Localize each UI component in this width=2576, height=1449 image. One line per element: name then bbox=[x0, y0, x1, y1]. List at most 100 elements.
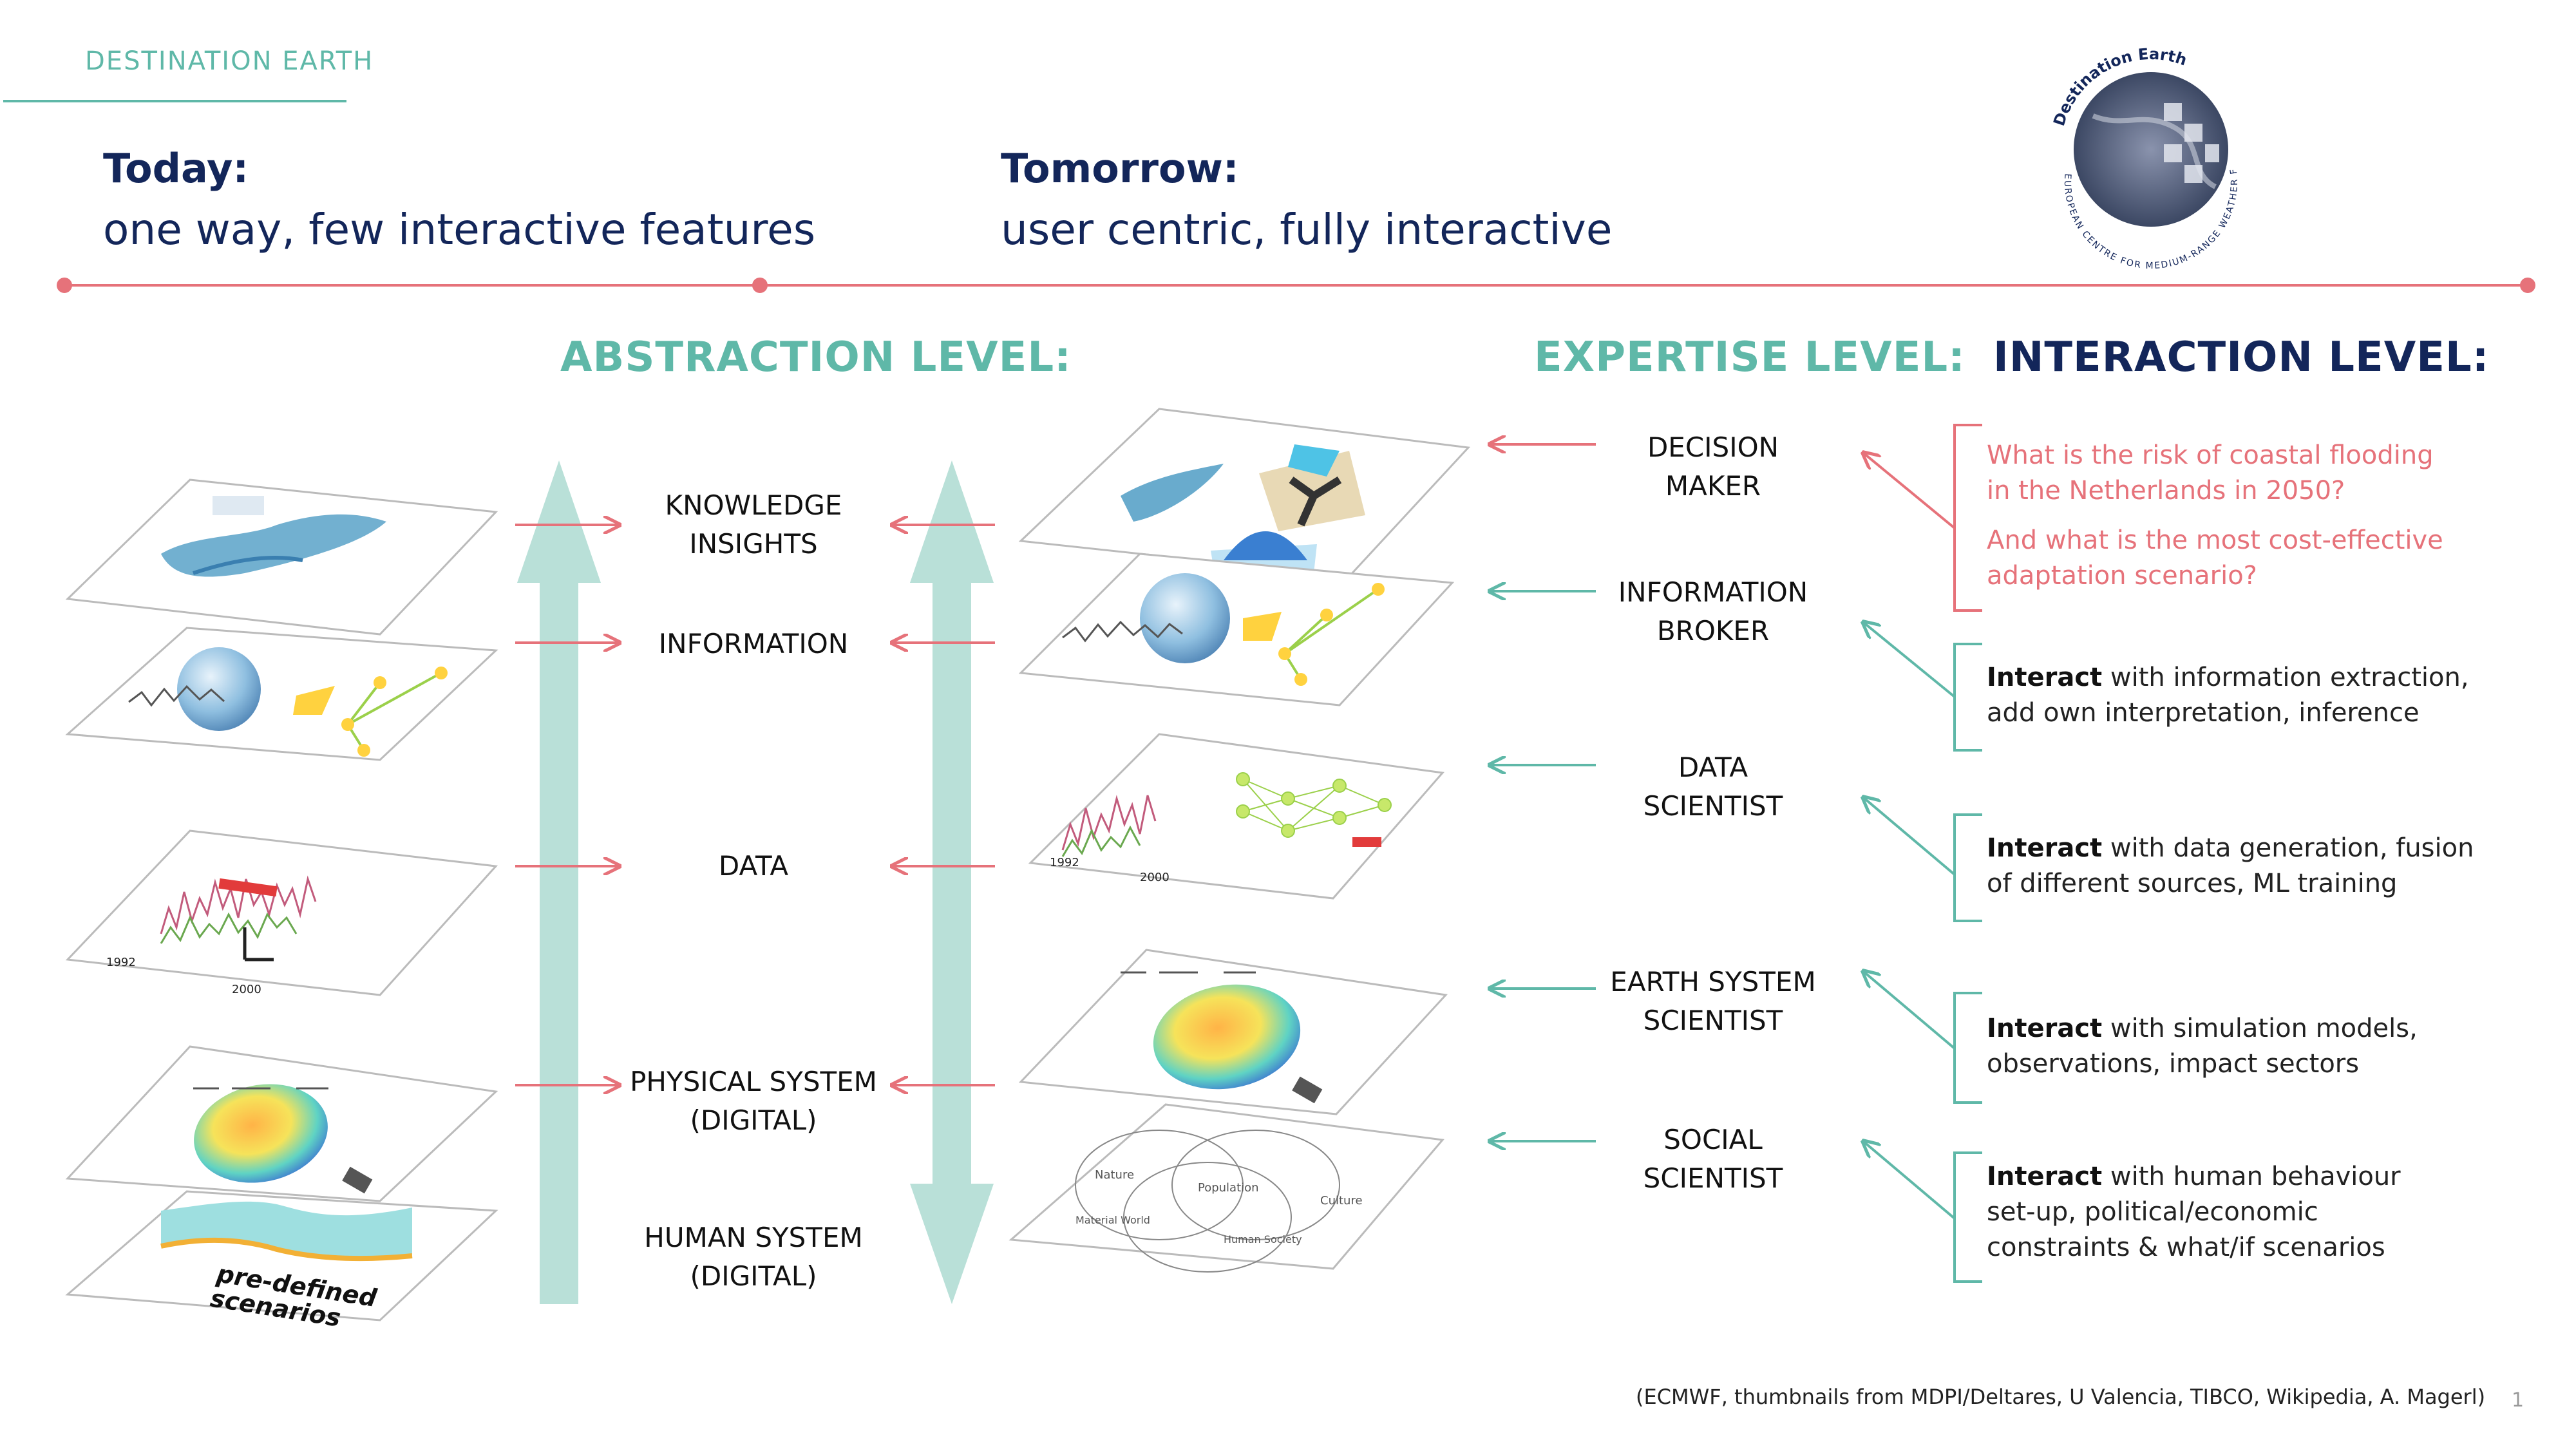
thumb-material-world-label: Material World bbox=[1075, 1214, 1150, 1226]
expertise-label-line1: EARTH SYSTEM bbox=[1610, 966, 1816, 998]
tomorrow-title: Tomorrow: bbox=[1001, 145, 1239, 192]
interact-keyword: Interact bbox=[1987, 1162, 2103, 1191]
bracket-question bbox=[1863, 424, 1982, 612]
interaction-brackets bbox=[1863, 424, 1982, 1283]
image-credit: (ECMWF, thumbnails from MDPI/Deltares, U… bbox=[1636, 1385, 2486, 1409]
abstraction-human-system: HUMAN SYSTEM (DIGITAL) bbox=[592, 1218, 914, 1296]
right-connectors bbox=[892, 525, 995, 1085]
thumb-year-2000-right: 2000 bbox=[1140, 871, 1170, 884]
interaction-text: with data generation, fusion bbox=[2102, 833, 2474, 863]
thumb-social-system: Nature Population Culture Material World… bbox=[1009, 1103, 1444, 1273]
thumb-year-1992-right: 1992 bbox=[1050, 856, 1079, 869]
thumb-population-label: Population bbox=[1198, 1181, 1259, 1195]
svg-text:EUROPEAN CENTRE FOR MEDIUM-RAN: EUROPEAN CENTRE FOR MEDIUM-RANGE WEATHER… bbox=[0, 0, 2240, 271]
abstraction-label-line1: DATA bbox=[718, 850, 789, 882]
question-line2: in the Netherlands in 2050? bbox=[1987, 476, 2345, 506]
brand-label: DESTINATION EARTH bbox=[85, 46, 374, 76]
bracket-data bbox=[1863, 797, 1982, 922]
interaction-line2: set-up, political/economic bbox=[1987, 1197, 2318, 1227]
question-line1: And what is the most cost-effective bbox=[1987, 526, 2443, 555]
expertise-label-line2: SCIENTIST bbox=[1643, 1005, 1783, 1036]
interaction-text: with information extraction, bbox=[2102, 663, 2469, 692]
abstraction-information: INFORMATION bbox=[592, 625, 914, 663]
expertise-data-scientist: DATA SCIENTIST bbox=[1546, 748, 1880, 826]
thumb-data-scientist: 1992 2000 bbox=[1028, 733, 1444, 900]
expertise-label-line1: DECISION bbox=[1647, 431, 1779, 463]
expertise-social-scientist: SOCIAL SCIENTIST bbox=[1546, 1121, 1880, 1198]
abstraction-label-line2: (DIGITAL) bbox=[690, 1260, 817, 1292]
interaction-data-scientist: Interact with data generation, fusion of… bbox=[1987, 831, 2474, 902]
interaction-broker: Interact with information extraction, ad… bbox=[1987, 660, 2469, 731]
bracket-social bbox=[1863, 1141, 1982, 1283]
interact-keyword: Interact bbox=[1987, 833, 2103, 863]
thumb-culture-label: Culture bbox=[1320, 1194, 1363, 1208]
abstraction-knowledge-insights: KNOWLEDGE INSIGHTS bbox=[592, 486, 914, 564]
timeline bbox=[57, 278, 2535, 293]
question-line1: What is the risk of coastal flooding bbox=[1987, 440, 2434, 470]
thumb-earth-system bbox=[1018, 949, 1448, 1115]
thumb-human-system: pre-defined scenarios bbox=[65, 1190, 498, 1332]
thumb-human-society-label: Human Society bbox=[1224, 1233, 1302, 1245]
today-subtitle: one way, few interactive features bbox=[103, 205, 816, 254]
interaction-level-heading: INTERACTION LEVEL: bbox=[1993, 334, 2490, 381]
abstraction-label-line1: INFORMATION bbox=[658, 628, 849, 659]
thumb-data-timeseries: 2000 1992 bbox=[65, 829, 498, 996]
bracket-earth bbox=[1863, 971, 1982, 1104]
abstraction-arrow-left bbox=[517, 460, 601, 1304]
brand-underline bbox=[3, 100, 346, 102]
thumb-information bbox=[65, 627, 498, 761]
interaction-line2: add own interpretation, inference bbox=[1987, 698, 2420, 728]
page-number: 1 bbox=[2512, 1389, 2524, 1412]
abstraction-label-line1: HUMAN SYSTEM bbox=[644, 1222, 863, 1253]
interaction-text: with human behaviour bbox=[2102, 1162, 2401, 1191]
expertise-label-line2: MAKER bbox=[1665, 470, 1761, 502]
thumb-knowledge-map bbox=[65, 478, 498, 636]
interact-keyword: Interact bbox=[1987, 663, 2103, 692]
expertise-label-line2: BROKER bbox=[1656, 615, 1770, 647]
today-title: Today: bbox=[103, 145, 249, 192]
interaction-social: Interact with human behaviour set-up, po… bbox=[1987, 1159, 2401, 1265]
question-coastal-flooding: What is the risk of coastal flooding in … bbox=[1987, 438, 2434, 509]
thumb-year-1992-left: 1992 bbox=[106, 956, 136, 969]
timeline-dot-start bbox=[57, 278, 72, 293]
abstraction-label-line1: KNOWLEDGE bbox=[665, 489, 842, 521]
timeline-dot-end bbox=[2520, 278, 2535, 293]
expertise-decision-maker: DECISION MAKER bbox=[1546, 428, 1880, 506]
tomorrow-subtitle: user centric, fully interactive bbox=[1001, 205, 1613, 254]
abstraction-data: DATA bbox=[592, 847, 914, 886]
abstraction-physical-system: PHYSICAL SYSTEM (DIGITAL) bbox=[592, 1063, 914, 1140]
abstraction-arrow-right bbox=[910, 460, 994, 1304]
question-adaptation: And what is the most cost-effective adap… bbox=[1987, 523, 2443, 594]
logo-org: EUROPEAN CENTRE FOR MEDIUM-RANGE WEATHER… bbox=[0, 0, 2239, 271]
bracket-broker bbox=[1863, 622, 1982, 752]
thumb-broker-info bbox=[1018, 553, 1455, 706]
logo: Destination Earth EUROPEAN CENTRE FOR ME… bbox=[0, 0, 2260, 271]
interaction-text: with simulation models, bbox=[2102, 1014, 2418, 1043]
interaction-line2: observations, impact sectors bbox=[1987, 1049, 2360, 1079]
expertise-label-line1: DATA bbox=[1678, 752, 1748, 783]
timeline-dot-today bbox=[752, 278, 768, 293]
left-connectors bbox=[515, 525, 620, 1085]
thumb-year-2000-left: 2000 bbox=[232, 983, 261, 996]
expertise-label-line2: SCIENTIST bbox=[1643, 790, 1783, 822]
expertise-label-line1: SOCIAL bbox=[1663, 1124, 1763, 1155]
interact-keyword: Interact bbox=[1987, 1014, 2103, 1043]
expertise-information-broker: INFORMATION BROKER bbox=[1546, 573, 1880, 650]
thumb-decision-map bbox=[1018, 408, 1471, 578]
interaction-earth-system: Interact with simulation models, observa… bbox=[1987, 1011, 2418, 1082]
abstraction-label-line1: PHYSICAL SYSTEM bbox=[630, 1066, 877, 1097]
interaction-line2: of different sources, ML training bbox=[1987, 869, 2398, 898]
question-line2: adaptation scenario? bbox=[1987, 561, 2257, 591]
interaction-line3: constraints & what/if scenarios bbox=[1987, 1233, 2385, 1262]
thumb-nature-label: Nature bbox=[1095, 1168, 1134, 1182]
abstraction-label-line2: (DIGITAL) bbox=[690, 1104, 817, 1136]
expertise-connectors bbox=[1490, 444, 1596, 1141]
abstraction-label-line2: INSIGHTS bbox=[689, 528, 818, 560]
abstraction-level-heading: ABSTRACTION LEVEL: bbox=[560, 334, 1072, 381]
expertise-label-line1: INFORMATION bbox=[1618, 576, 1808, 608]
thumb-physical-system bbox=[65, 1045, 498, 1202]
expertise-earth-system-scientist: EARTH SYSTEM SCIENTIST bbox=[1546, 963, 1880, 1040]
expertise-level-heading: EXPERTISE LEVEL: bbox=[1534, 334, 1965, 381]
expertise-label-line2: SCIENTIST bbox=[1643, 1162, 1783, 1194]
